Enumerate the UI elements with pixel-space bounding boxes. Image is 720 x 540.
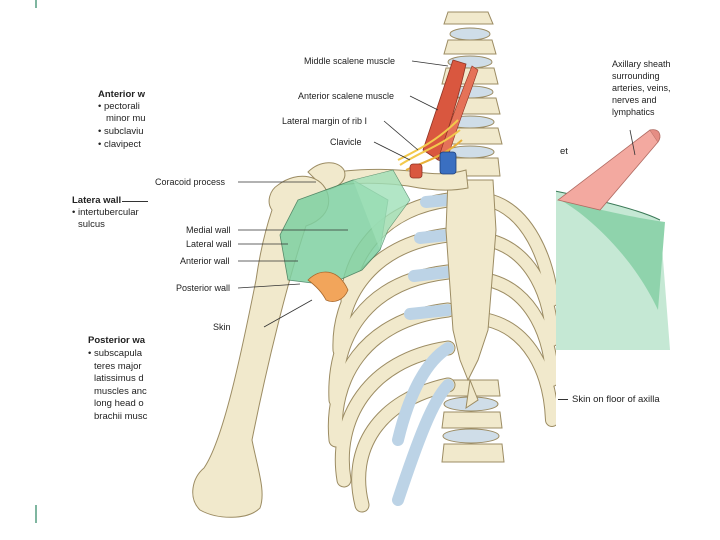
thorax-illustration [148, 0, 556, 540]
posterior-item: • subscapula [88, 348, 143, 359]
label-lateral-margin-rib: Lateral margin of rib I [282, 116, 368, 126]
edge-mark [35, 505, 37, 523]
label-lateral-wall: Lateral wall [186, 239, 232, 249]
lateral-item: sulcus [78, 219, 105, 230]
lateral-wall-heading: Latera wall [72, 195, 122, 206]
sheath-line: nerves and [612, 95, 657, 105]
posterior-item: latissimus d [94, 373, 144, 384]
skin-floor-label: Skin on floor of axilla [572, 394, 660, 405]
sheath-line: Axillary sheath [612, 59, 671, 69]
sternum [445, 179, 497, 382]
label-middle-scalene: Middle scalene muscle [304, 56, 396, 66]
et-fragment: et [560, 146, 568, 157]
lateral-item: • intertubercular [72, 207, 139, 218]
label-anterior-scalene: Anterior scalene muscle [298, 91, 395, 101]
right-panel-illustration [540, 129, 670, 350]
label-skin: Skin [213, 322, 231, 332]
anterior-item: • pectorali [98, 101, 140, 112]
posterior-item: brachii musc [94, 411, 148, 422]
label-anterior-wall: Anterior wall [180, 256, 230, 266]
posterior-item: teres major [94, 361, 142, 372]
anterior-item: • subclaviu [98, 126, 144, 137]
label-medial-wall: Medial wall [186, 225, 231, 235]
anterior-item: minor mu [106, 113, 146, 124]
sheath-line: surrounding [612, 71, 660, 81]
anterior-item: • clavipect [98, 139, 141, 150]
label-coracoid: Coracoid process [155, 177, 226, 187]
skin-fold [307, 271, 349, 302]
posterior-item: long head o [94, 398, 144, 409]
skin-floor-leader [558, 399, 568, 400]
label-posterior-wall: Posterior wall [176, 283, 231, 293]
axillary-sheath-label: Axillary sheath surrounding arteries, ve… [612, 58, 671, 118]
sheath-line: lymphatics [612, 107, 655, 117]
sheath-line: arteries, veins, [612, 83, 671, 93]
lateral-wall-leader [122, 201, 148, 202]
anterior-wall-heading: Anterior w [98, 89, 145, 100]
posterior-wall-heading: Posterior wa [88, 335, 146, 346]
leader-lines [237, 60, 449, 328]
label-clavicle: Clavicle [330, 137, 362, 147]
posterior-item: muscles anc [94, 386, 147, 397]
right-ribs [481, 193, 556, 427]
edge-mark [35, 0, 37, 8]
